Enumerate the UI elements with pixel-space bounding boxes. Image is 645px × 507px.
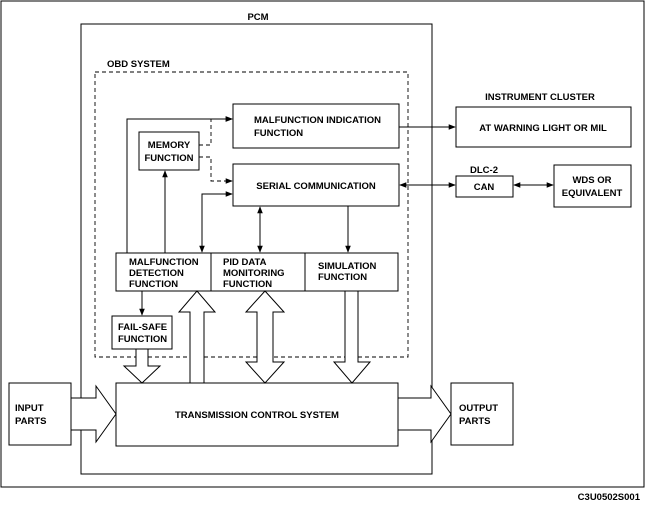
fail-safe-label-1: FAIL-SAFE: [118, 322, 167, 333]
serial-communication-box: [232, 163, 400, 207]
obd-system-boundary: [94, 71, 409, 358]
instrument-cluster-label: INSTRUMENT CLUSTER: [485, 92, 595, 103]
wds-box: [553, 164, 632, 208]
dlc2-label: DLC-2: [470, 165, 498, 176]
output-parts-box: [450, 382, 514, 446]
wds-label-2: EQUIVALENT: [562, 188, 623, 199]
malfunction-indication-label-1: MALFUNCTION INDICATION: [254, 115, 381, 126]
malfunction-indication-box: [232, 103, 400, 149]
malfunction-detection-label-1: MALFUNCTION: [129, 257, 199, 268]
transmission-control-system-box: [115, 382, 399, 447]
fail-safe-label-2: FUNCTION: [118, 334, 167, 345]
serial-communication-label: SERIAL COMMUNICATION: [256, 181, 376, 192]
pid-data-label-2: MONITORING: [223, 268, 285, 279]
memory-function-label-2: FUNCTION: [144, 153, 193, 164]
detection-to-indication-arrow: [126, 116, 233, 253]
malfunction-detection-label-2: DETECTION: [129, 268, 184, 279]
output-parts-label-2: PARTS: [459, 416, 491, 427]
pcm-label: PCM: [247, 12, 268, 23]
figure-code: C3U0502S001: [578, 492, 641, 503]
output-fat-arrow: [396, 384, 452, 444]
function-row-box: [115, 252, 399, 292]
pid-tcs-double-arrow: [244, 290, 286, 384]
figure-frame: [0, 0, 645, 488]
fail-safe-to-tcs-arrow: [122, 348, 162, 384]
can-label: CAN: [474, 182, 495, 193]
simulation-to-tcs-arrow: [332, 290, 372, 384]
input-fat-arrow: [70, 384, 117, 444]
warning-light-label: AT WARNING LIGHT OR MIL: [479, 123, 607, 134]
simulation-label-1: SIMULATION: [318, 261, 377, 272]
transmission-control-system-label: TRANSMISSION CONTROL SYSTEM: [175, 410, 339, 421]
input-parts-box: [8, 382, 72, 446]
memory-function-label-1: MEMORY: [148, 140, 191, 151]
malfunction-detection-label-3: FUNCTION: [129, 279, 178, 290]
pid-data-label-3: FUNCTION: [223, 279, 272, 290]
wds-label-1: WDS OR: [572, 175, 611, 186]
input-parts-label-2: PARTS: [15, 416, 47, 427]
obd-system-label: OBD SYSTEM: [107, 59, 170, 70]
memory-to-serial-dashed: [199, 156, 233, 184]
simulation-label-2: FUNCTION: [318, 272, 367, 283]
input-parts-label-1: INPUT: [15, 403, 44, 414]
output-parts-label-1: OUTPUT: [459, 403, 498, 414]
serial-detection-arrow: [199, 191, 233, 253]
can-box: [455, 175, 514, 198]
malfunction-indication-label-2: FUNCTION: [254, 128, 303, 139]
pid-data-label-1: PID DATA: [223, 257, 267, 268]
memory-function-box: [138, 131, 200, 171]
memory-to-indication-dashed: [199, 116, 233, 146]
warning-light-box: [455, 106, 632, 148]
tcs-to-detection-arrow: [177, 290, 217, 384]
